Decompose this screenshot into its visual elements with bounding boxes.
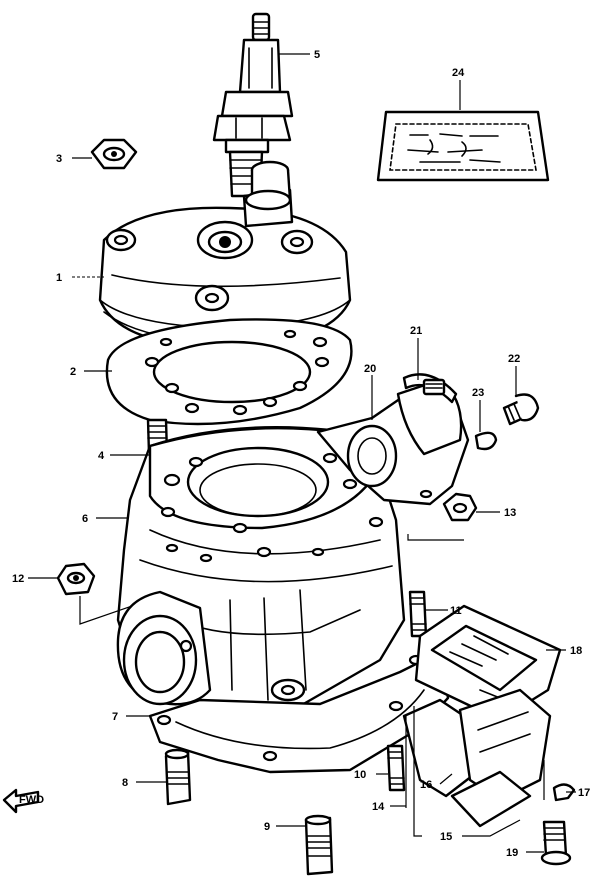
part-2-gasket-holes bbox=[144, 329, 330, 416]
callout-20: 20 bbox=[364, 363, 376, 375]
callout-9: 9 bbox=[264, 821, 270, 833]
part-19-bolt bbox=[540, 820, 572, 866]
part-3-nut bbox=[90, 138, 138, 170]
front-direction-arrow-icon: FWD bbox=[2, 788, 44, 814]
part-8-dowel-pin bbox=[164, 748, 192, 806]
callout-5: 5 bbox=[314, 49, 320, 61]
front-arrow-label: FWD bbox=[19, 794, 44, 806]
part-13-nut bbox=[442, 492, 478, 522]
callout-8: 8 bbox=[122, 777, 128, 789]
part-21-clamp bbox=[402, 373, 458, 404]
callout-16: 16 bbox=[420, 779, 432, 791]
part-24-label-plate bbox=[376, 110, 550, 182]
part-5-spark-plug bbox=[212, 12, 294, 198]
callout-23: 23 bbox=[472, 387, 484, 399]
part-12-nut bbox=[56, 562, 96, 596]
callout-10: 10 bbox=[354, 769, 366, 781]
part-18-reed-valve-plate bbox=[414, 604, 562, 722]
callout-14: 14 bbox=[372, 801, 385, 813]
callout-7: 7 bbox=[112, 711, 118, 723]
callout-22: 22 bbox=[508, 353, 520, 365]
part-2-head-gasket bbox=[105, 318, 353, 426]
part-10-stud bbox=[386, 744, 406, 792]
callout-2: 2 bbox=[70, 366, 76, 378]
callout-17: 17 bbox=[578, 787, 590, 799]
callout-13: 13 bbox=[504, 507, 516, 519]
callout-18: 18 bbox=[570, 645, 582, 657]
callout-1: 1 bbox=[56, 272, 62, 284]
part-23-washer bbox=[474, 431, 498, 451]
callout-3: 3 bbox=[56, 153, 62, 165]
part-9-dowel-pin bbox=[304, 814, 334, 876]
callout-21: 21 bbox=[410, 325, 422, 337]
callout-19: 19 bbox=[506, 847, 518, 859]
callout-15: 15 bbox=[440, 831, 452, 843]
part-20-intake-manifold bbox=[316, 378, 470, 506]
part-6-cylinder bbox=[116, 426, 406, 714]
part-22-screw bbox=[502, 393, 540, 426]
part-11-stud bbox=[408, 590, 428, 638]
part-17-screw bbox=[552, 783, 576, 802]
callout-24: 24 bbox=[452, 67, 465, 79]
part-1-cylinder-head bbox=[98, 160, 352, 348]
callout-11: 11 bbox=[450, 605, 462, 617]
leader-lines bbox=[28, 53, 576, 853]
part-14-gasket bbox=[450, 770, 532, 828]
callout-12: 12 bbox=[12, 573, 24, 585]
part-16-reed-block bbox=[402, 688, 552, 802]
callout-labels: 5 24 3 1 2 21 22 20 23 4 6 13 12 11 18 7… bbox=[12, 49, 590, 859]
callout-4: 4 bbox=[98, 450, 105, 462]
callout-6: 6 bbox=[82, 513, 88, 525]
